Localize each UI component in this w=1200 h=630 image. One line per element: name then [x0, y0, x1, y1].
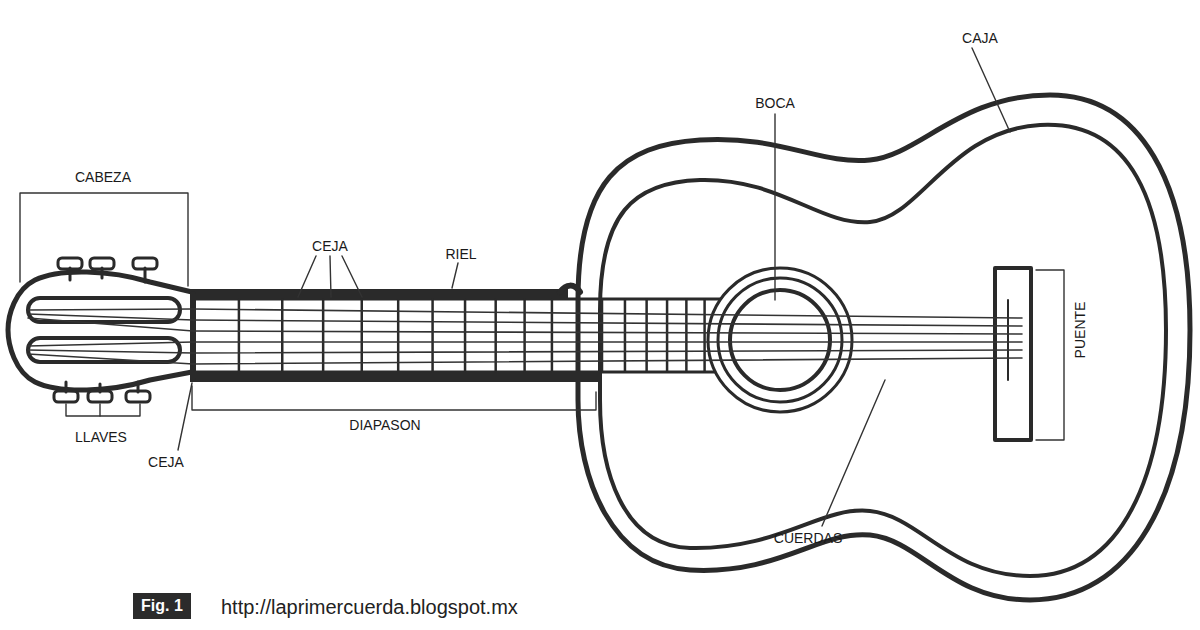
part-name: CAJA — [962, 31, 998, 45]
fret — [238, 300, 241, 371]
part-name: CABEZA — [75, 170, 131, 184]
leader-lines — [20, 48, 1064, 526]
soundhole-ring — [708, 268, 852, 412]
source-url: http://laprimercuerda.blogspot.mx — [221, 597, 518, 617]
body-outline — [578, 95, 1190, 600]
part-name: CUERDAS — [774, 531, 842, 545]
tuner-pegs — [54, 258, 157, 402]
figure-tag: Fig. 1 — [133, 593, 191, 619]
neck-heel — [560, 286, 580, 292]
part-name: DIAPASON — [349, 418, 420, 432]
figure-number: Fig. 1 — [141, 597, 183, 614]
part-name: LLAVES — [75, 430, 127, 444]
part-name: PUENTE — [1073, 302, 1087, 359]
soundhole — [730, 290, 830, 390]
saddle — [1007, 300, 1009, 380]
fret — [464, 300, 467, 371]
part-name: RIEL — [445, 247, 476, 261]
fret — [523, 300, 526, 371]
headstock — [8, 272, 192, 390]
strings — [28, 309, 1022, 364]
part-name: BOCA — [755, 96, 795, 110]
fret — [551, 300, 554, 371]
fret — [576, 300, 579, 371]
part-name: CEJA — [312, 239, 348, 253]
bridge — [995, 268, 1031, 440]
fret — [431, 300, 434, 371]
part-name: CEJA — [148, 455, 184, 469]
nut — [190, 294, 196, 378]
soundhole-ring — [718, 278, 842, 402]
fret — [494, 300, 497, 371]
